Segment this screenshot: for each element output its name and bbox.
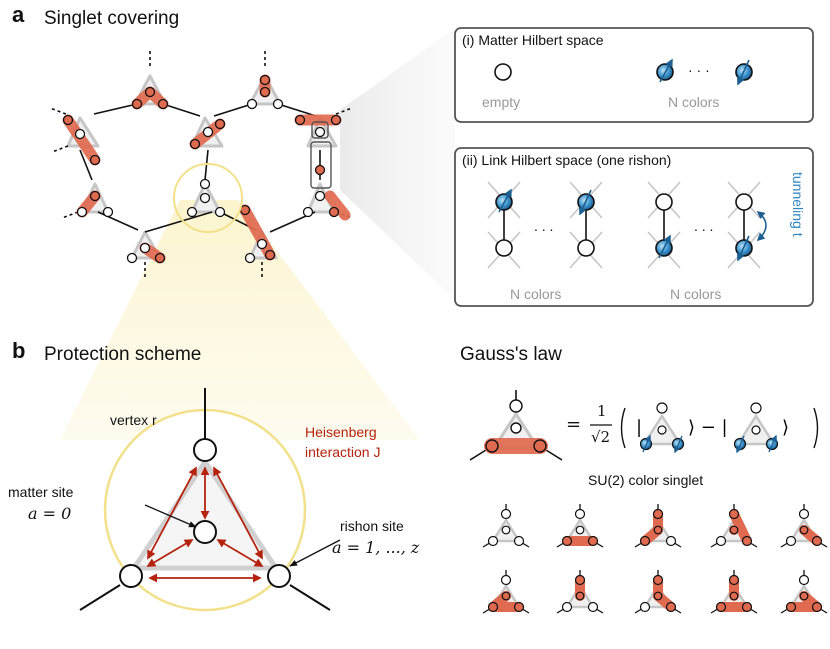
kagome-lattice (49, 50, 353, 278)
matter-site-index: a = 0 (28, 504, 72, 523)
svg-text:⟩ − |: ⟩ − | (688, 417, 728, 438)
heisenberg-label: Heisenberg (305, 424, 377, 440)
singlet-configurations (482, 504, 828, 614)
interaction-label: interaction J (305, 444, 381, 460)
gauss-title: Gauss's law (460, 344, 562, 365)
empty-site (494, 63, 512, 81)
link-hilbert-box (454, 147, 814, 307)
equation-equals: = (566, 414, 582, 435)
link-colors-right: N colors (670, 286, 722, 302)
link-dots-right: . . . (694, 218, 714, 234)
link-colors-left: N colors (510, 286, 562, 302)
link-dots-left: . . . (534, 218, 554, 234)
matter-hilbert-box (454, 27, 814, 123)
gauss-vertex-big (469, 390, 563, 461)
tunneling-label: tunneling t (790, 172, 806, 237)
vertex-label: vertex r (110, 412, 157, 428)
zoom-cone-a (340, 28, 455, 300)
panel-a-title: Singlet covering (44, 8, 180, 29)
empty-label: empty (482, 94, 521, 110)
panel-b-letter: b (12, 338, 26, 363)
svg-text:|: | (636, 417, 642, 438)
svg-text:⟩: ⟩ (782, 417, 789, 438)
spin-site-2 (735, 59, 753, 86)
rishon-site-index: a = 1, ..., z (332, 538, 420, 557)
matter-colors-label: N colors (668, 94, 720, 110)
zoom-cone-b (60, 200, 420, 440)
rishon-site-label: rishon site (340, 518, 404, 534)
panel-a-letter: a (12, 2, 25, 27)
link-box-title: (ii) Link Hilbert space (one rishon) (462, 152, 672, 168)
matter-box-title: (i) Matter Hilbert space (462, 32, 604, 48)
equation-numerator: 1 (597, 402, 607, 420)
equation-denominator: √2 (591, 428, 611, 446)
spin-site-1 (656, 58, 674, 83)
protection-scheme (79, 388, 341, 611)
gauss-ket-2 (733, 402, 779, 454)
matter-site-label: matter site (8, 484, 74, 500)
panel-b-title: Protection scheme (44, 344, 202, 365)
matter-dots: · · · (688, 62, 710, 78)
gauss-ket-1 (639, 402, 685, 454)
singlet-label: SU(2) color singlet (588, 472, 704, 488)
